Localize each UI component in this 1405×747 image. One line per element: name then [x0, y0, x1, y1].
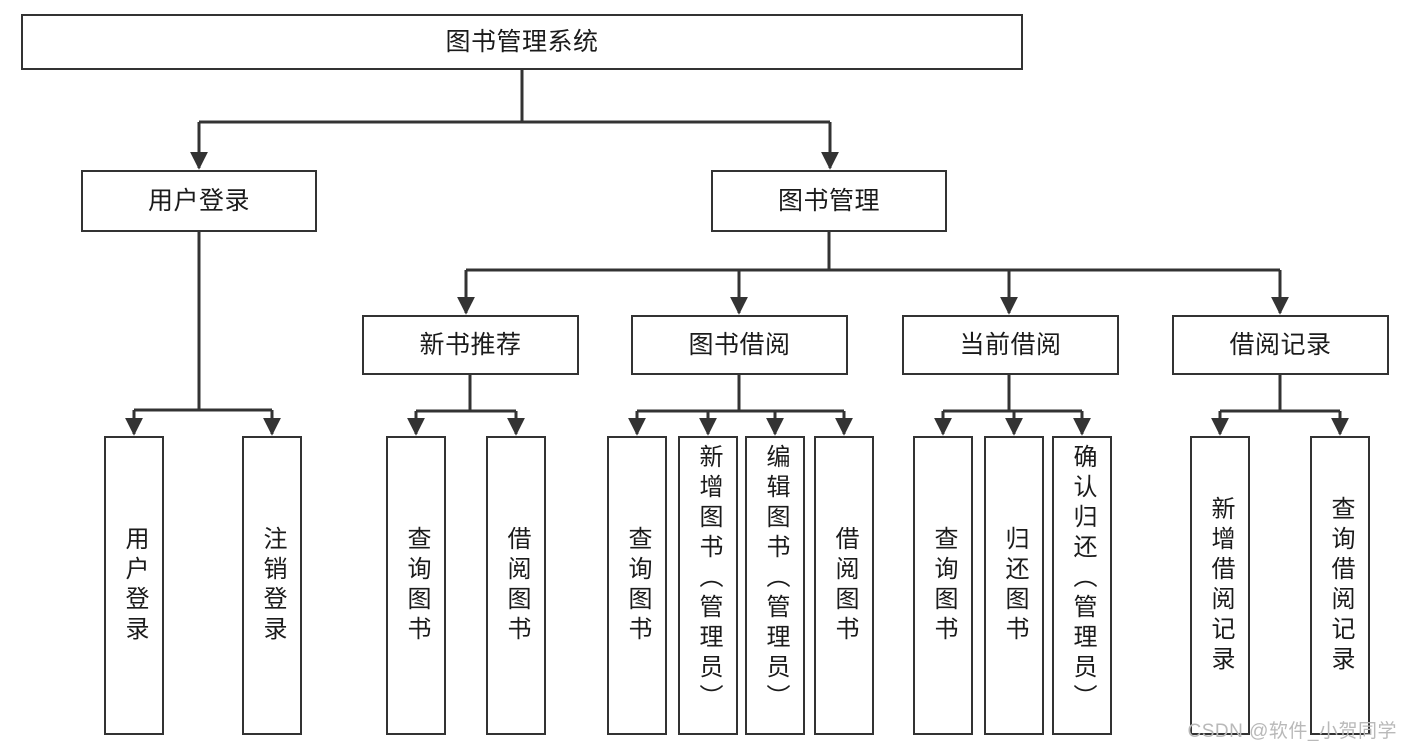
leaf-query-books-borrow-label: 查询图书 — [624, 525, 651, 646]
leaf-borrow-books-borrow[interactable]: 借阅图书 — [814, 436, 874, 735]
node-root[interactable]: 图书管理系统 — [21, 14, 1023, 70]
leaf-add-borrow-record-label: 新增借阅记录 — [1207, 495, 1234, 676]
leaf-return-books[interactable]: 归还图书 — [984, 436, 1044, 735]
leaf-logout[interactable]: 注销登录 — [242, 436, 302, 735]
leaf-query-books-borrow[interactable]: 查询图书 — [607, 436, 667, 735]
node-current-borrow[interactable]: 当前借阅 — [902, 315, 1119, 375]
leaf-user-login-label: 用户登录 — [121, 525, 148, 646]
leaf-edit-book-admin[interactable]: 编辑图书（管理员） — [745, 436, 805, 735]
node-user-login[interactable]: 用户登录 — [81, 170, 317, 232]
leaf-edit-book-admin-label: 编辑图书（管理员） — [762, 444, 789, 714]
node-root-label: 图书管理系统 — [445, 27, 599, 56]
leaf-add-borrow-record[interactable]: 新增借阅记录 — [1190, 436, 1250, 735]
leaf-query-borrow-record[interactable]: 查询借阅记录 — [1310, 436, 1370, 735]
leaf-borrow-books-borrow-label: 借阅图书 — [831, 525, 858, 646]
leaf-user-login[interactable]: 用户登录 — [104, 436, 164, 735]
leaf-logout-label: 注销登录 — [259, 525, 286, 646]
node-current-borrow-label: 当前借阅 — [959, 330, 1062, 359]
watermark: CSDN @软件_小贺同学 — [1187, 721, 1397, 742]
node-borrow-record-label: 借阅记录 — [1229, 330, 1332, 359]
leaf-borrow-books-newbook[interactable]: 借阅图书 — [486, 436, 546, 735]
node-user-login-label: 用户登录 — [147, 186, 250, 215]
node-book-borrow[interactable]: 图书借阅 — [631, 315, 848, 375]
leaf-confirm-return-admin[interactable]: 确认归还（管理员） — [1052, 436, 1112, 735]
leaf-borrow-books-newbook-label: 借阅图书 — [503, 525, 530, 646]
node-new-book-recommend[interactable]: 新书推荐 — [362, 315, 579, 375]
leaf-query-books-newbook[interactable]: 查询图书 — [386, 436, 446, 735]
leaf-query-borrow-record-label: 查询借阅记录 — [1327, 495, 1354, 676]
node-new-book-recommend-label: 新书推荐 — [419, 330, 522, 359]
leaf-return-books-label: 归还图书 — [1001, 525, 1028, 646]
leaf-query-books-newbook-label: 查询图书 — [403, 525, 430, 646]
node-book-borrow-label: 图书借阅 — [688, 330, 791, 359]
leaf-query-books-current[interactable]: 查询图书 — [913, 436, 973, 735]
leaf-add-book-admin-label: 新增图书（管理员） — [695, 444, 722, 714]
node-book-management-label: 图书管理 — [777, 186, 880, 215]
leaf-confirm-return-admin-label: 确认归还（管理员） — [1069, 444, 1096, 714]
node-book-management[interactable]: 图书管理 — [711, 170, 947, 232]
leaf-add-book-admin[interactable]: 新增图书（管理员） — [678, 436, 738, 735]
node-borrow-record[interactable]: 借阅记录 — [1172, 315, 1389, 375]
leaf-query-books-current-label: 查询图书 — [930, 525, 957, 646]
